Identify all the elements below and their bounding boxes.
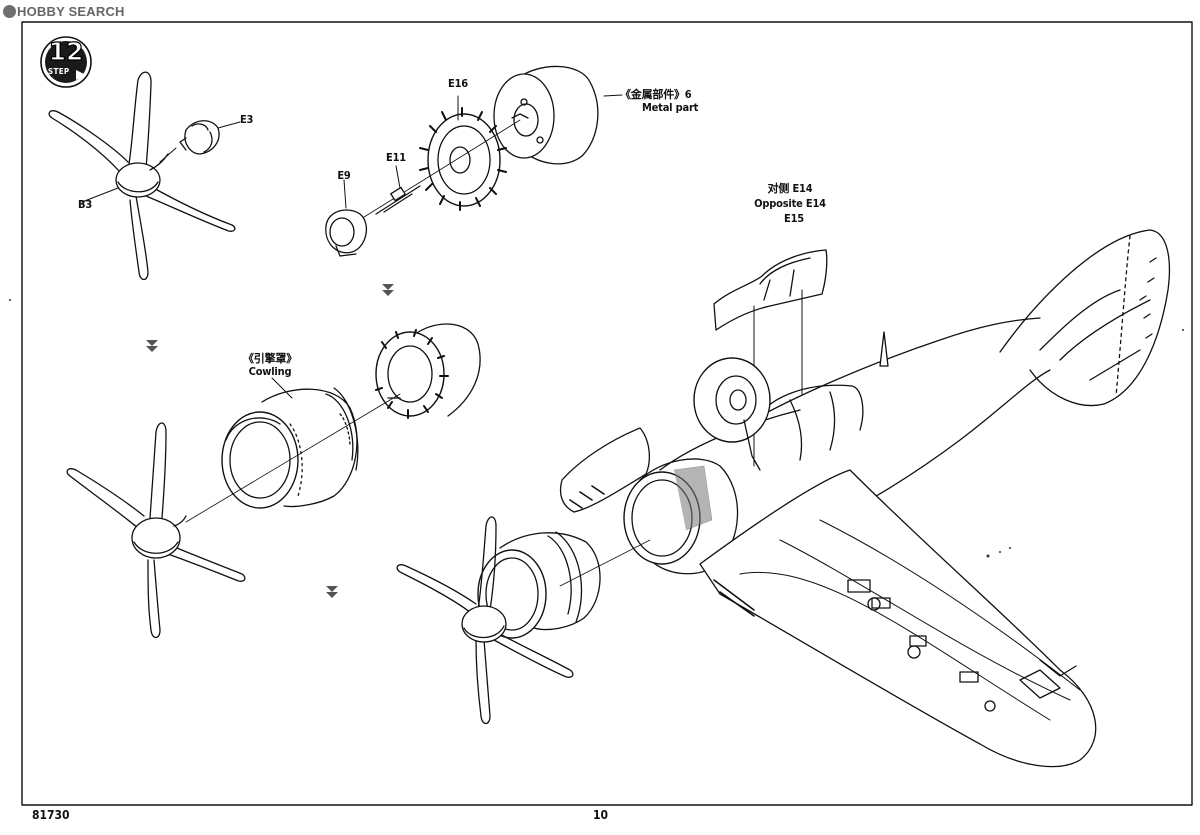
label-b3: B3 xyxy=(78,198,93,211)
label-e11: E11 xyxy=(386,151,406,164)
watermark-text: HOBBY SEARCH xyxy=(17,4,125,19)
airplane-assembly xyxy=(559,229,1171,768)
label-e16: E16 xyxy=(448,77,468,90)
propeller-bottom xyxy=(396,516,651,725)
label-e15: E15 xyxy=(784,212,804,225)
engine-exploded-top xyxy=(325,65,623,257)
step-badge xyxy=(40,36,92,88)
cowling-exploded xyxy=(185,323,481,523)
page-frame xyxy=(21,21,1193,806)
direction-arrows xyxy=(146,284,394,598)
label-metal-part-cn: 《金属部件》6 xyxy=(620,88,692,101)
page-number: 10 xyxy=(593,808,609,822)
watermark: HOBBY SEARCH xyxy=(3,4,125,19)
label-opposite-cn: 对侧 E14 xyxy=(767,182,813,195)
kit-number: 81730 xyxy=(32,808,70,822)
step-word: STEP xyxy=(48,67,70,76)
label-cowling-cn: 《引擎罩》 xyxy=(243,352,297,365)
label-e9: E9 xyxy=(337,169,351,182)
label-metal-part-en: Metal part xyxy=(642,101,699,114)
step-number: 12 xyxy=(48,37,84,66)
label-opposite-en: Opposite E14 xyxy=(754,197,826,210)
propeller-top xyxy=(48,71,241,281)
label-cowling-en: Cowling xyxy=(248,365,292,378)
label-e3: E3 xyxy=(240,113,254,126)
watermark-logo-icon xyxy=(3,5,16,18)
print-noise xyxy=(9,299,1184,558)
propeller-left xyxy=(66,422,246,639)
